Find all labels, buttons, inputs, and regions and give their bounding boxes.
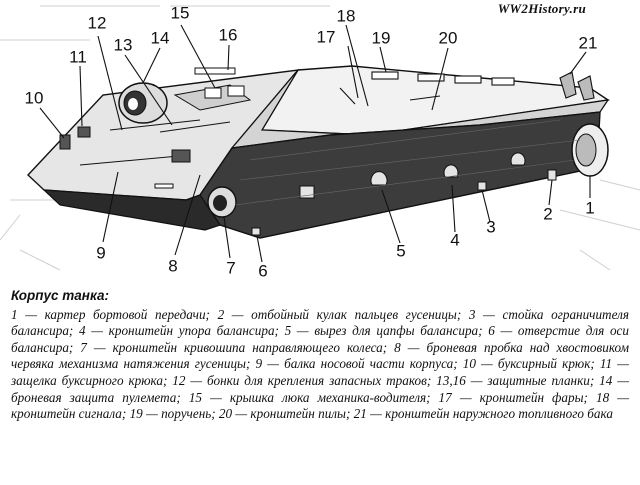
hull-texture [234, 119, 581, 206]
leader-lines [39, 24, 591, 263]
glacis-details [79, 67, 252, 189]
idler-bracket [207, 186, 237, 218]
nose-beam [42, 189, 221, 231]
callout-5: 5 [396, 241, 406, 261]
tow-hooks [59, 126, 91, 150]
caption-body: 1 — картер бортовой передачи; 2 — отбойн… [11, 306, 629, 422]
callout-21: 21 [578, 33, 598, 53]
callout-2: 2 [543, 204, 553, 224]
callout-6: 6 [258, 261, 268, 281]
callout-4: 4 [450, 230, 460, 250]
final-drive [571, 123, 609, 177]
callout-9: 9 [96, 243, 106, 263]
caption-heading: Корпус танка: [11, 288, 109, 303]
callout-18: 18 [336, 6, 356, 26]
callout-13: 13 [113, 35, 133, 55]
callout-20: 20 [438, 28, 458, 48]
side-fittings [251, 152, 557, 236]
callout-19: 19 [371, 28, 391, 48]
roof-fittings [339, 71, 595, 105]
background-sketch [0, 5, 640, 271]
callout-14: 14 [150, 28, 170, 48]
callout-1: 1 [585, 198, 595, 218]
callout-16: 16 [218, 25, 238, 45]
callout-7: 7 [226, 258, 236, 278]
callout-3: 3 [486, 217, 496, 237]
watermark: WW2History.ru [497, 1, 586, 16]
callout-17: 17 [316, 27, 336, 47]
mg-armor [118, 82, 168, 124]
callout-8: 8 [168, 256, 178, 276]
callout-11: 11 [69, 47, 87, 67]
callout-10: 10 [24, 88, 44, 108]
hull-drawing [0, 5, 640, 271]
callout-12: 12 [87, 13, 107, 33]
callout-15: 15 [170, 3, 190, 23]
caption: Корпус танка: 1 — картер бортовой переда… [11, 288, 629, 423]
